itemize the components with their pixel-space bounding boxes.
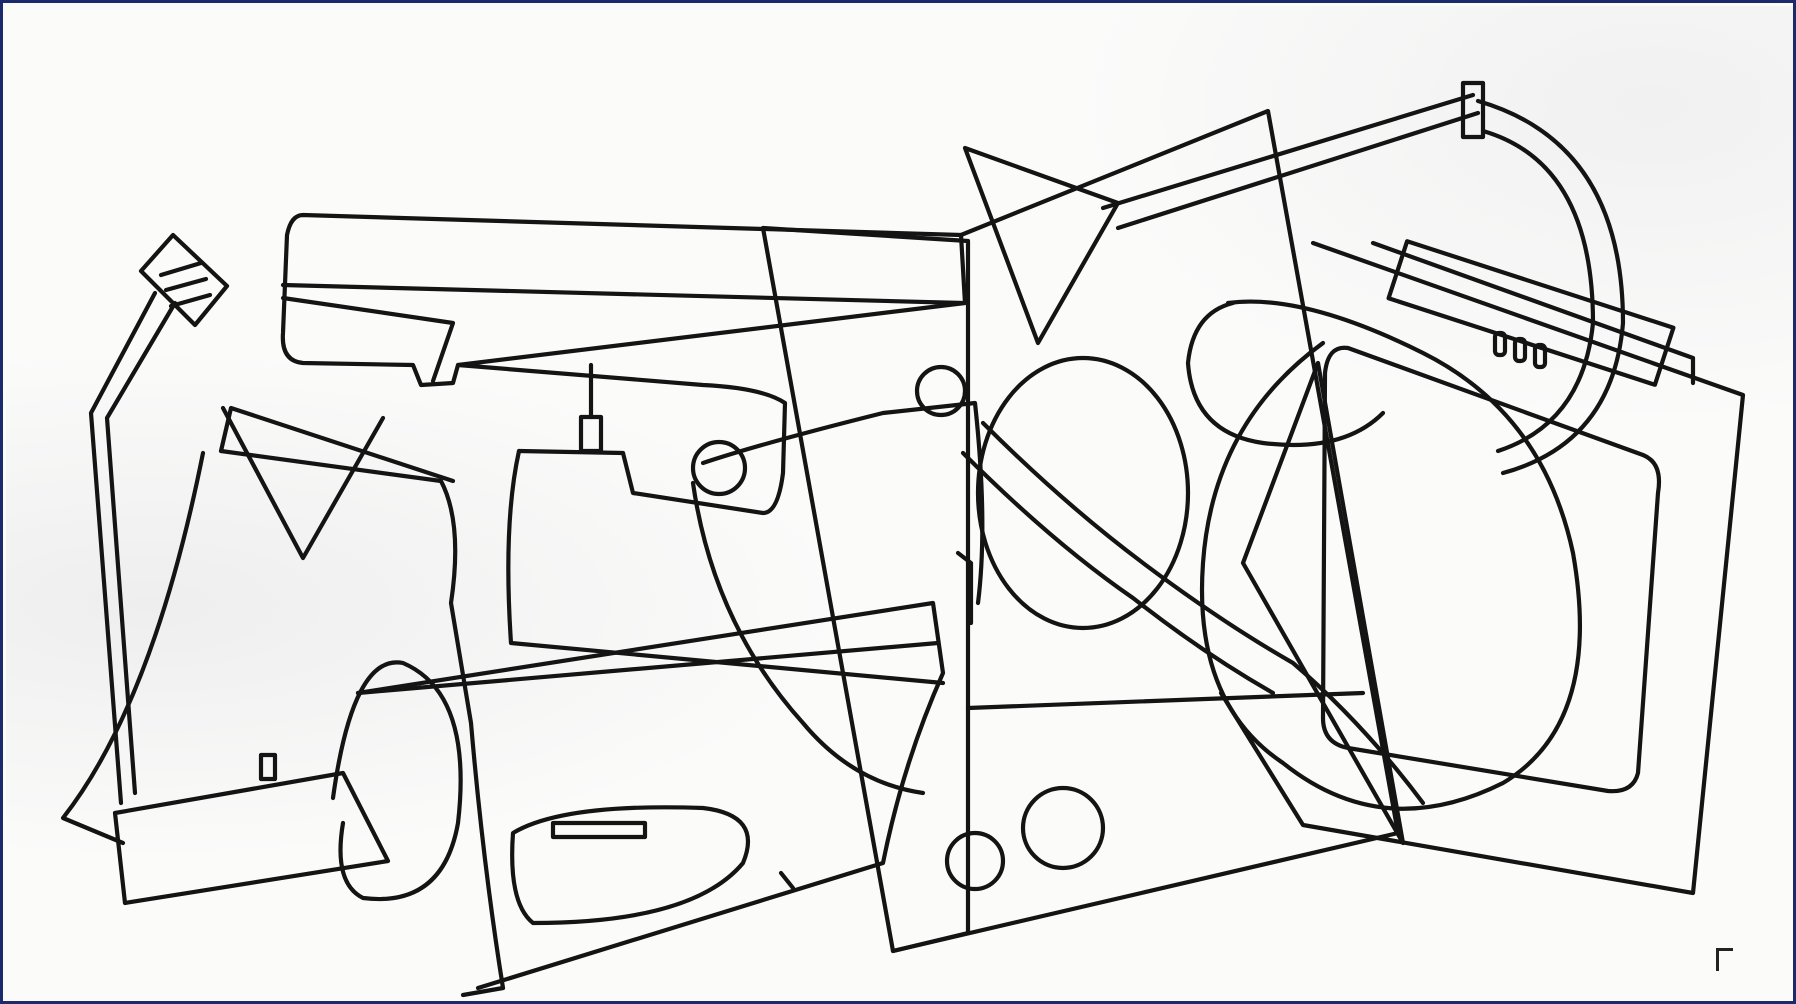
vacuum-nozzle — [700, 400, 985, 626]
washer-button — [1532, 342, 1548, 370]
fridge-outline — [760, 225, 971, 954]
kettle-outline — [218, 448, 506, 998]
fridge-figure — [760, 108, 1401, 954]
washer-figure — [1185, 239, 1746, 896]
loaf-outline — [280, 212, 968, 388]
toaster-slot — [510, 805, 750, 926]
spatula-slot — [163, 276, 209, 293]
corner-mark — [1716, 948, 1733, 971]
spatula-handle — [88, 290, 178, 806]
paper-background — [6, 6, 1793, 1001]
vacuum-hose — [960, 420, 1426, 806]
vacuum-cord — [690, 480, 926, 796]
fridge-dial — [1020, 785, 1106, 871]
washer-handle-loop — [1185, 300, 1386, 448]
kettle-spout — [218, 405, 456, 484]
loaf-band — [280, 282, 966, 306]
washer-screen — [1320, 345, 1662, 794]
fridge-panel — [890, 108, 1401, 954]
toaster-lever — [550, 820, 648, 840]
iron-figure — [112, 660, 463, 906]
kettle-triangle — [220, 405, 386, 561]
toaster-figure — [355, 600, 946, 991]
washer-top — [1370, 240, 1696, 386]
vacuum-canister — [975, 355, 1191, 631]
loaf-figure — [280, 212, 968, 388]
mixer-stem — [578, 414, 604, 454]
spatula-slot — [168, 292, 213, 309]
mixer-knob — [690, 439, 748, 497]
funnel-pipe — [1100, 92, 1481, 231]
kettle-handle — [60, 450, 206, 846]
iron-base — [112, 770, 391, 906]
loaf-notch — [280, 295, 456, 384]
spatula-head — [138, 232, 230, 328]
toaster-outline — [355, 600, 946, 991]
toaster-foot — [778, 870, 796, 891]
overlapping-figures-drawing — [60, 80, 1746, 998]
iron-handle — [330, 660, 463, 902]
washer-button — [1512, 336, 1528, 364]
fridge-inner — [965, 690, 1366, 711]
funnel-body — [962, 145, 1121, 346]
washer-outline — [1218, 240, 1746, 896]
washer-door-ring — [1199, 299, 1583, 811]
washer-button — [1492, 330, 1508, 358]
iron-tab — [258, 752, 278, 782]
mixer-body — [455, 362, 788, 516]
spatula-slot — [158, 260, 204, 278]
mixer-base — [506, 448, 946, 686]
vacuum-figure — [690, 355, 1426, 806]
kettle-figure — [60, 405, 506, 998]
washer-triangle — [1240, 360, 1406, 846]
toaster-top — [355, 640, 941, 696]
funnel-ring — [1460, 80, 1486, 140]
washer-panel — [1386, 239, 1676, 387]
mixer-knob-2 — [914, 364, 968, 418]
fridge-dial-2 — [944, 830, 1006, 892]
spatula-figure — [88, 232, 230, 806]
